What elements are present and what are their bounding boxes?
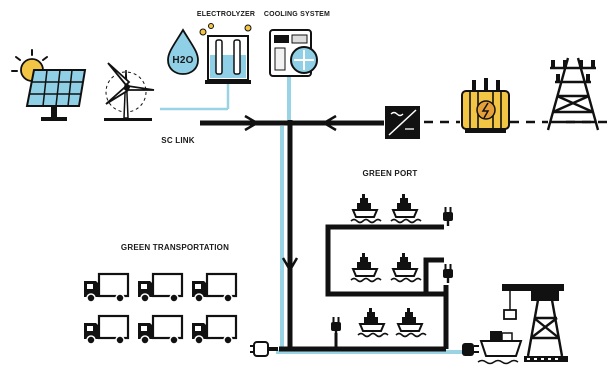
ship-icon bbox=[350, 193, 382, 224]
plug-icon bbox=[443, 207, 453, 226]
truck-icon bbox=[82, 272, 130, 304]
truck-icon bbox=[82, 314, 130, 346]
arrow-right-icon bbox=[244, 114, 260, 132]
ship-icon bbox=[390, 252, 422, 283]
port-serpentine-middle bbox=[423, 257, 444, 294]
truck-icon bbox=[136, 314, 184, 346]
crane-icon bbox=[502, 284, 568, 362]
port-serpentine-upper bbox=[325, 224, 444, 297]
power-lines bbox=[160, 76, 613, 354]
arrow-left-icon bbox=[321, 114, 337, 132]
water-drop-icon: H2O bbox=[167, 28, 199, 75]
solar-panel-icon bbox=[25, 69, 87, 121]
wind-turbine-icon bbox=[104, 62, 155, 121]
h2o-label: H2O bbox=[172, 55, 193, 66]
green-port-ships bbox=[350, 193, 427, 338]
electrolyzer-icon bbox=[199, 23, 252, 84]
ship-icon bbox=[350, 252, 382, 283]
truck-icon bbox=[136, 272, 184, 304]
converter-icon bbox=[385, 106, 420, 139]
truck-fleet bbox=[82, 272, 238, 346]
electrolyzer-label: ELECTROLYZER bbox=[197, 11, 255, 18]
ship-icon bbox=[357, 307, 389, 338]
plug-icon bbox=[250, 341, 278, 357]
green-port-label: GREEN PORT bbox=[363, 169, 418, 178]
transmission-tower-icon bbox=[546, 57, 600, 131]
ship-icon bbox=[395, 307, 427, 338]
plug-icon bbox=[331, 317, 341, 336]
transformer-icon bbox=[461, 78, 510, 133]
plug-icon bbox=[443, 264, 453, 283]
ship-icon bbox=[390, 193, 422, 224]
cooling-system-label: COOLING SYSTEM bbox=[264, 11, 330, 18]
cargo-ship-icon bbox=[477, 331, 523, 365]
truck-icon bbox=[190, 272, 238, 304]
truck-icon bbox=[190, 314, 238, 346]
arrow-down-icon bbox=[281, 257, 299, 273]
plug-icon bbox=[462, 343, 479, 356]
cooling-system-icon bbox=[269, 29, 318, 77]
sc-link-label: SC LINK bbox=[161, 136, 194, 145]
green-transportation-label: GREEN TRANSPORTATION bbox=[121, 243, 229, 252]
